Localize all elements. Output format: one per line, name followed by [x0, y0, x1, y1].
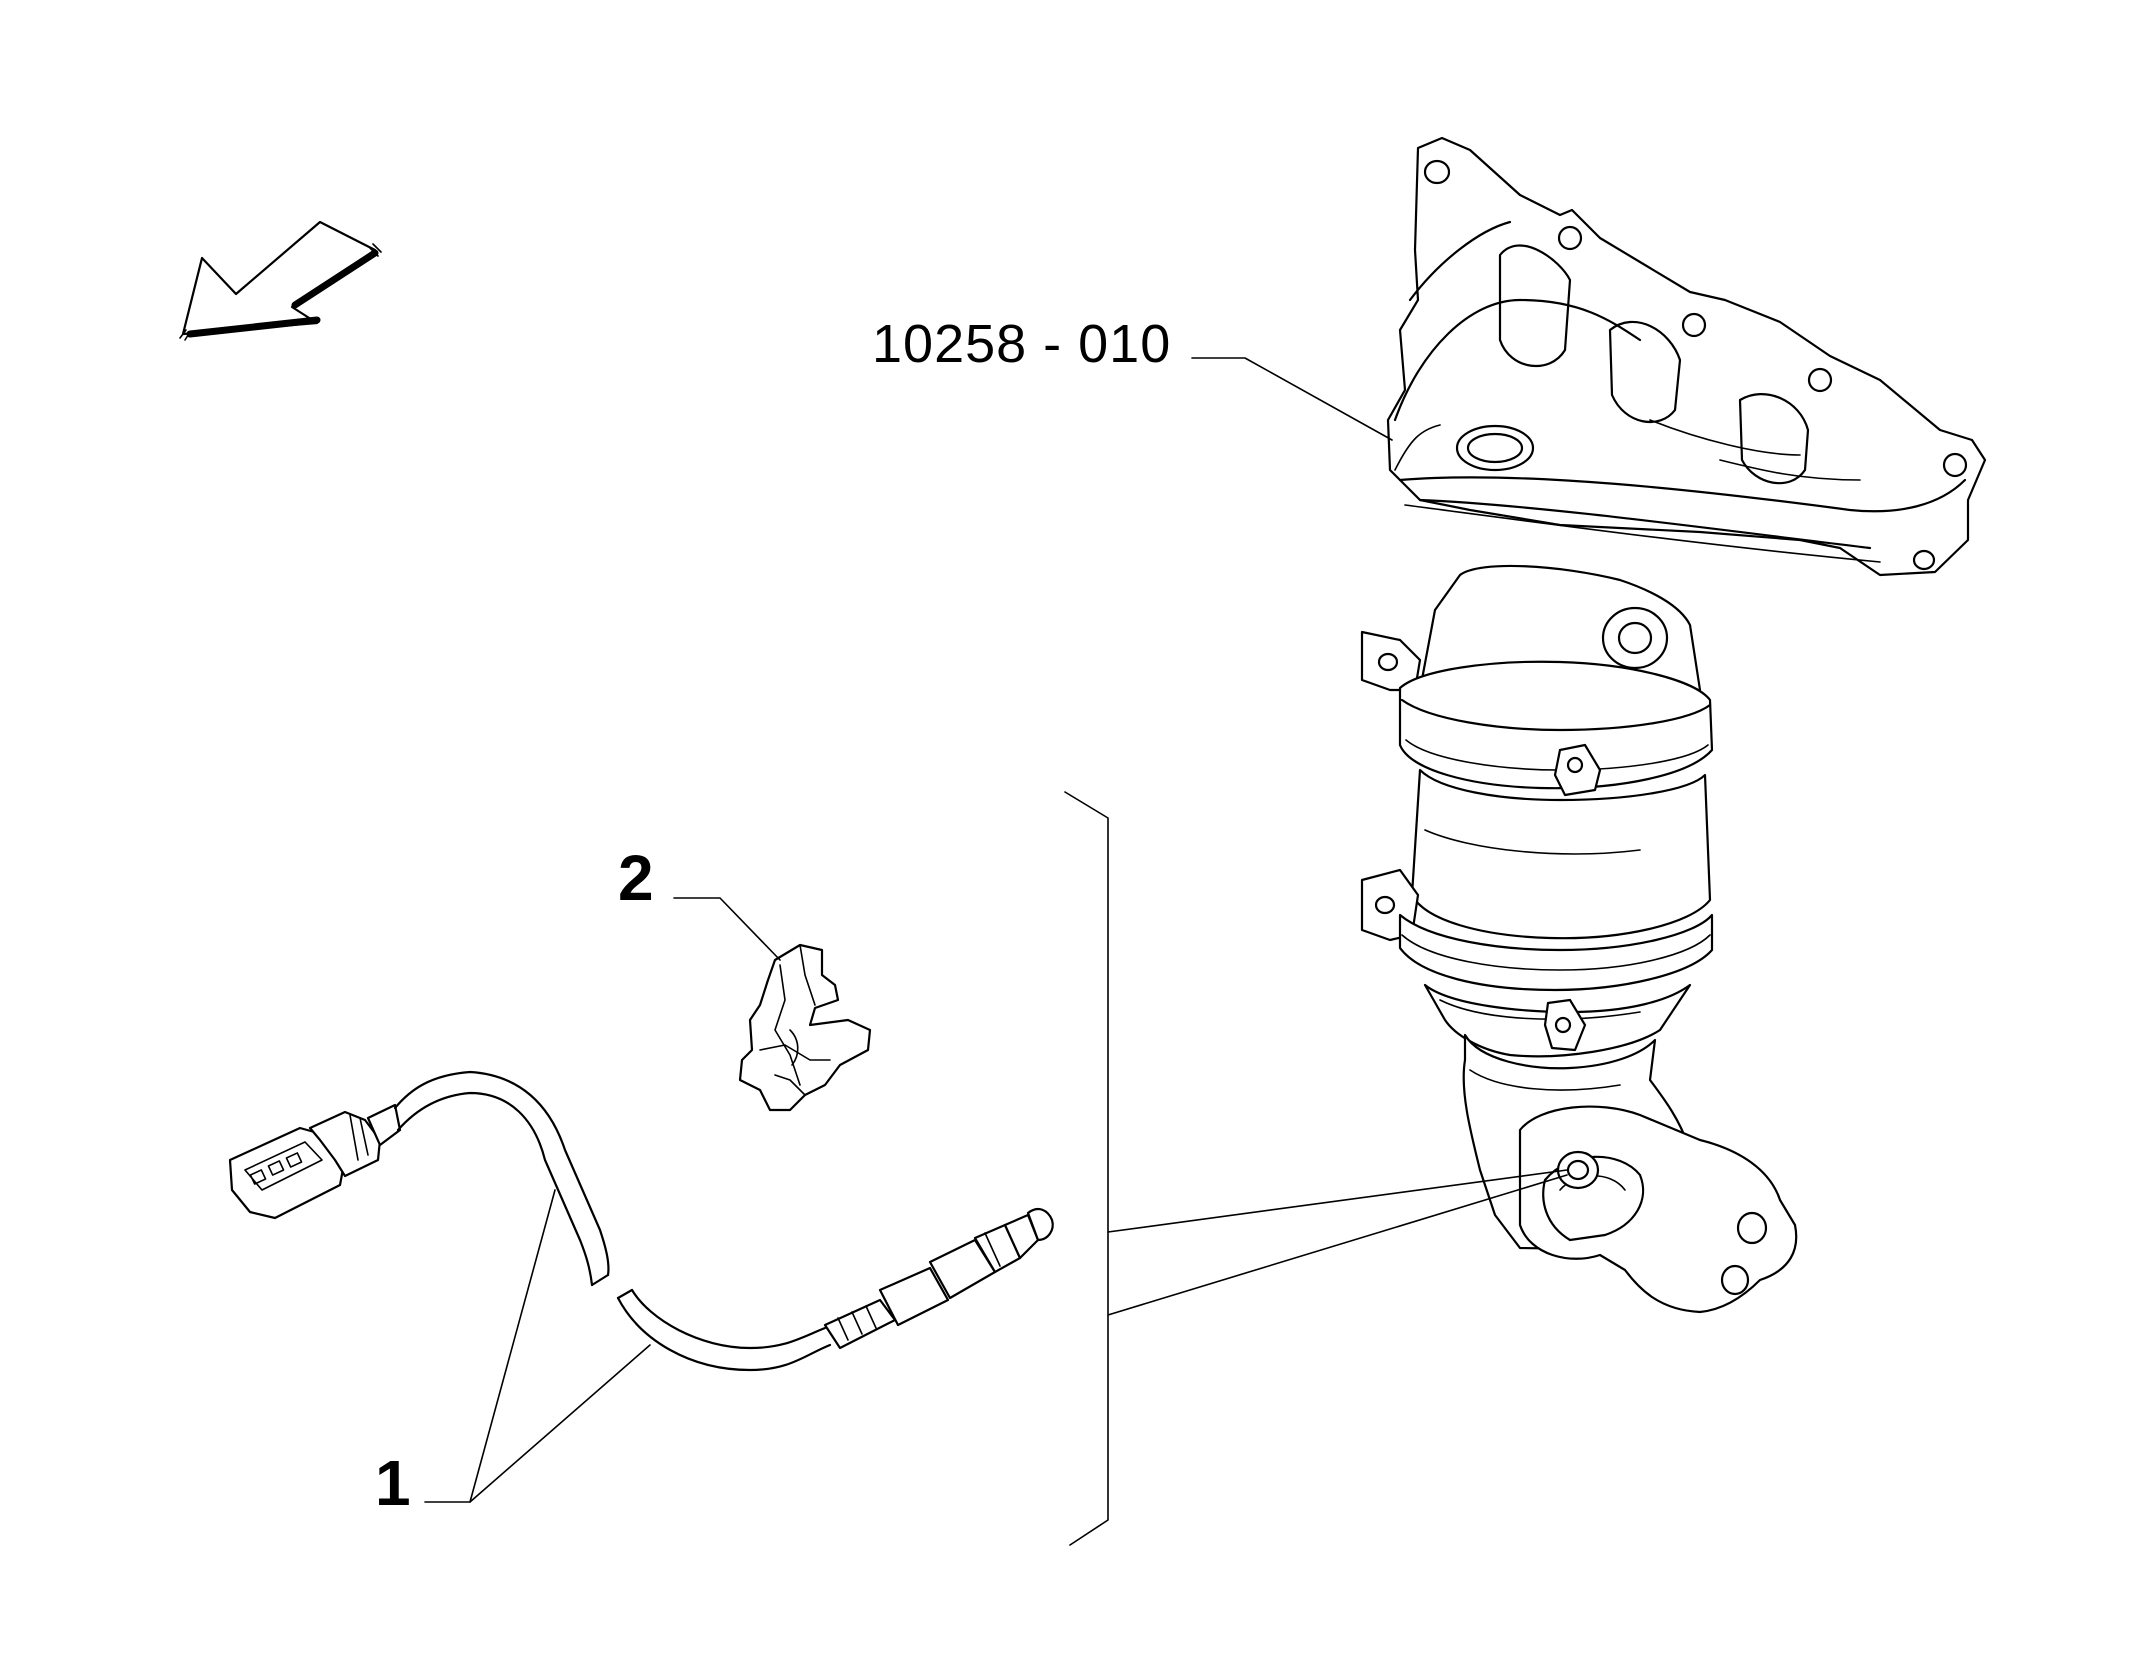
exhaust-manifold-catalytic-converter [1360, 136, 1987, 1314]
leader-lines [424, 357, 1568, 1546]
direction-arrow-icon [179, 220, 382, 341]
oxygen-sensor-cable [228, 1070, 1054, 1372]
callout-item-2: 2 [618, 842, 654, 914]
wire-clip [738, 943, 872, 1112]
callout-item-1: 1 [375, 1447, 411, 1519]
callout-ref-10258-010: 10258 - 010 [872, 314, 1171, 374]
